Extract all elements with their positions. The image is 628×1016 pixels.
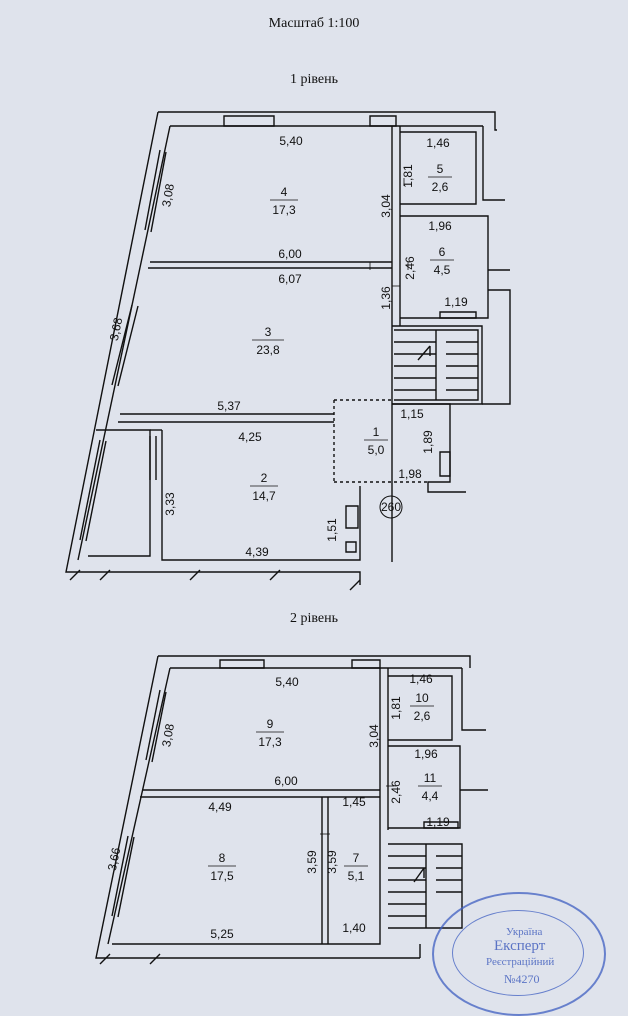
room-9-area: 17,3 [258, 735, 282, 749]
level-1-marker-circle [379, 495, 403, 519]
room-1-area: 5,0 [368, 443, 385, 457]
dim-2-6: 1,96 [414, 747, 438, 761]
level-1-title: 1 рівень [289, 72, 338, 87]
stamp-inner-ring [452, 910, 584, 996]
dim-2-14: 5,25 [210, 927, 234, 941]
room-10-area: 2,6 [414, 709, 431, 723]
dim-2-13: 3,59 [325, 850, 339, 874]
room-11-number: 11 [424, 771, 437, 785]
dim-1-13: 1,15 [400, 407, 424, 421]
dim-1-7: 6,07 [278, 272, 302, 286]
room-4-area: 17,3 [272, 203, 296, 217]
stamp-line-4: №4270 [504, 972, 540, 986]
dim-1-0: 5,40 [279, 134, 303, 148]
room-5-area: 2,6 [432, 180, 449, 194]
level-1-marker: 260 [381, 500, 401, 514]
dim-2-9: 2,46 [389, 780, 403, 804]
stamp-line-1: Україна [506, 926, 543, 938]
dim-2-0: 5,40 [275, 675, 299, 689]
dimension-lines [320, 178, 409, 835]
room-3-area: 23,8 [256, 343, 280, 357]
dim-1-16: 1,98 [398, 467, 422, 481]
room-9-number: 9 [267, 717, 274, 731]
room-7-number: 7 [353, 851, 360, 865]
stamp-line-2: Експерт [494, 938, 546, 954]
dim-1-14: 4,25 [238, 430, 262, 444]
dim-2-11: 3,66 [105, 846, 124, 872]
dim-1-18: 1,51 [325, 518, 339, 542]
dim-1-19: 4,39 [245, 545, 269, 559]
room-1-number: 1 [373, 425, 380, 439]
room-10-number: 10 [415, 691, 429, 705]
dim-1-17: 3,33 [163, 492, 177, 516]
room-8-area: 17,5 [210, 869, 234, 883]
dim-1-2: 3,08 [159, 182, 177, 208]
room-2-number: 2 [261, 471, 268, 485]
dim-1-15: 1,89 [421, 430, 435, 454]
expert-stamp: Україна Експерт Реєстраційний №4270 [432, 892, 606, 1016]
dim-1-12: 5,37 [217, 399, 241, 413]
dim-2-15: 1,40 [342, 921, 366, 935]
level-1-walls [65, 111, 511, 591]
level-2-title: 2 рівень [289, 611, 338, 626]
level-1-dimensions: 5,40 1,46 3,08 3,04 1,81 6,00 1,96 6,07 … [107, 134, 468, 559]
dim-1-9: 1,36 [379, 286, 393, 310]
dim-2-5: 6,00 [274, 774, 298, 788]
room-8-number: 8 [219, 851, 226, 865]
level-1-rooms: 4 17,3 5 2,6 6 4,5 3 23,8 1 5,0 2 14,7 [250, 162, 454, 503]
room-4-number: 4 [281, 185, 288, 199]
level-2-dimensions: 5,40 1,46 3,08 1,81 3,04 6,00 1,96 4,49 … [105, 672, 450, 941]
stamp-line-3: Реєстраційний [486, 956, 555, 968]
level-2-rooms: 9 17,3 10 2,6 11 4,4 8 17,5 7 5,1 [208, 691, 442, 883]
dim-1-11: 1,19 [444, 295, 468, 309]
room-7-area: 5,1 [348, 869, 365, 883]
level-2-walls [95, 655, 488, 965]
dim-2-8: 1,45 [342, 795, 366, 809]
dim-1-6: 1,96 [428, 219, 452, 233]
dim-2-4: 3,04 [367, 724, 381, 748]
dim-2-7: 4,49 [208, 800, 232, 814]
room-2-area: 14,7 [252, 489, 276, 503]
dim-2-1: 1,46 [409, 672, 433, 686]
room-6-area: 4,5 [434, 263, 451, 277]
room-3-number: 3 [265, 325, 272, 339]
dim-1-10: 3,68 [107, 316, 126, 342]
room-11-area: 4,4 [422, 789, 439, 803]
dim-1-8: 2,46 [403, 256, 417, 280]
dim-1-1: 1,46 [426, 136, 450, 150]
dim-2-12: 3,59 [305, 850, 319, 874]
scale-title: Масштаб 1:100 [268, 16, 360, 31]
dim-1-4: 1,81 [401, 164, 415, 188]
dim-2-2: 3,08 [159, 722, 177, 748]
dim-2-3: 1,81 [389, 696, 403, 720]
dim-1-3: 3,04 [379, 194, 393, 218]
room-6-number: 6 [439, 245, 446, 259]
dim-2-10: 1,19 [426, 815, 450, 829]
room-5-number: 5 [437, 162, 444, 176]
dim-1-5: 6,00 [278, 247, 302, 261]
